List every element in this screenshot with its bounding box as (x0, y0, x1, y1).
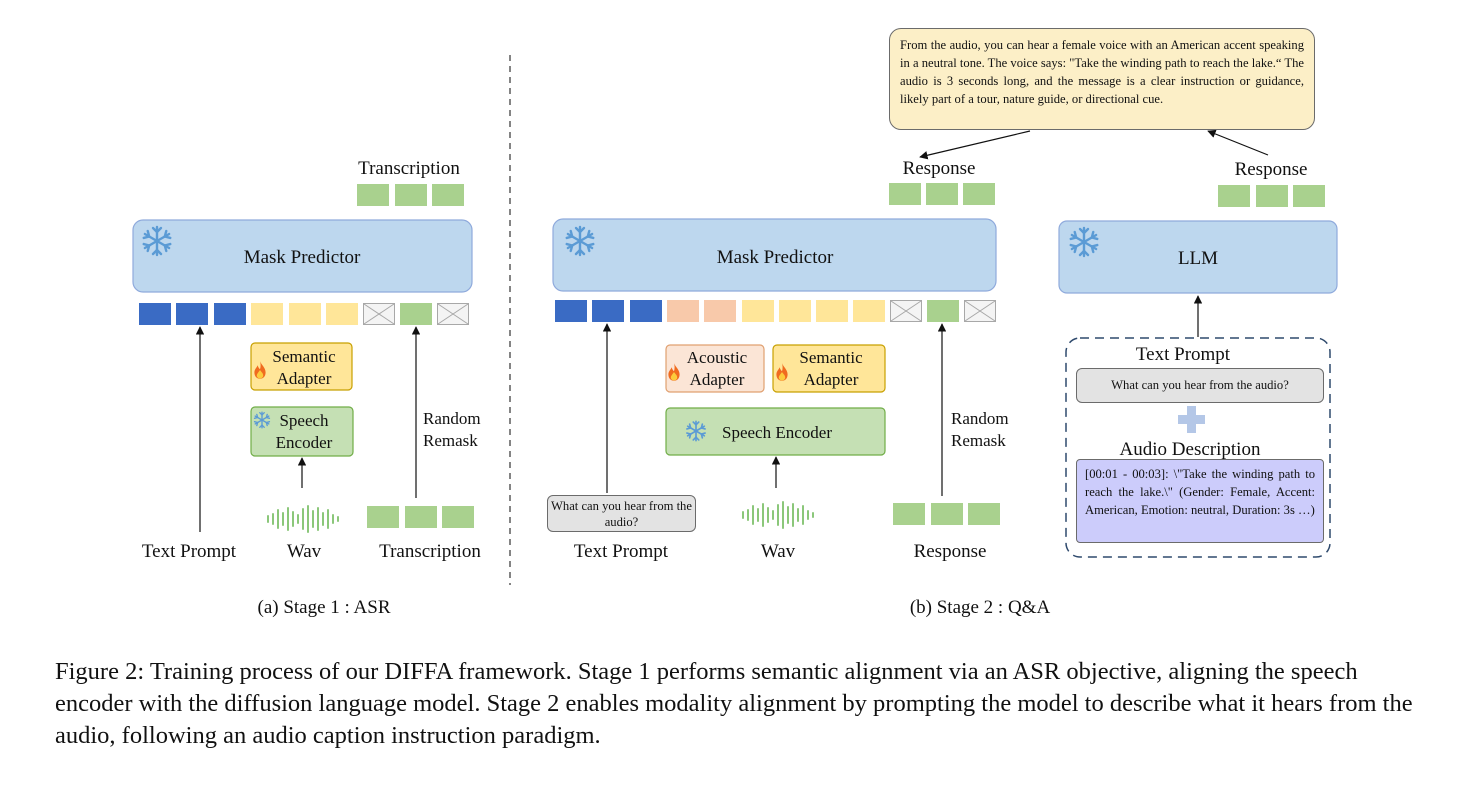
masked-token (437, 303, 469, 325)
s1-random-remask-1: Random (423, 409, 481, 428)
text-token (592, 300, 624, 322)
llm-response-tokens (1218, 185, 1325, 207)
s1-random-remask-2: Remask (423, 431, 478, 450)
s2-text-prompt-label: Text Prompt (574, 541, 669, 562)
s2-text-prompt-box: What can you hear from the audio? (547, 495, 696, 532)
s2-semantic-adapter-label-1: Semantic (799, 348, 863, 367)
token (357, 184, 389, 206)
s2-response-top-tokens (889, 183, 995, 205)
token (963, 183, 995, 205)
s2-acoustic-adapter (665, 344, 765, 393)
semantic-token (326, 303, 358, 325)
audio-description-box: [00:01 - 00:03]: \"Take the winding path… (1076, 459, 1324, 543)
token (1293, 185, 1325, 207)
llm-label: LLM (1178, 248, 1218, 269)
s2-random-remask-1: Random (951, 409, 1009, 428)
text-token (176, 303, 208, 325)
text-token (555, 300, 587, 322)
diagram-canvas: Transcription Mask Predictor Semantic Ad… (132, 55, 1338, 618)
llm-text-prompt-box: What can you hear from the audio? (1076, 368, 1324, 403)
s1-mask-predictor (132, 219, 473, 293)
s2-caption: (b) Stage 2 : Q&A (910, 597, 1051, 618)
audio-description-label: Audio Description (1120, 439, 1261, 460)
s2-mask-predictor-label: Mask Predictor (717, 247, 834, 268)
s2-semantic-adapter-label-2: Adapter (804, 370, 859, 389)
s2-token-row (555, 300, 996, 322)
s2-speech-encoder-label: Speech Encoder (722, 423, 832, 442)
s1-semantic-adapter (250, 342, 353, 391)
semantic-token (742, 300, 774, 322)
s2-response-bottom-tokens (893, 503, 1000, 525)
plus-icon (1178, 406, 1205, 433)
s1-transcription-top-tokens (357, 184, 464, 206)
token (889, 183, 921, 205)
s1-transcription-bottom-tokens (367, 506, 474, 528)
semantic-token (251, 303, 283, 325)
llm-input-group (1065, 337, 1331, 558)
acoustic-token (704, 300, 736, 322)
s1-speech-encoder-label-1: Speech (279, 411, 329, 430)
token (968, 503, 1000, 525)
s1-caption: (a) Stage 1 : ASR (258, 597, 391, 618)
s2-acoustic-adapter-label-2: Adapter (690, 370, 745, 389)
token (931, 503, 963, 525)
response-token (927, 300, 959, 322)
token (926, 183, 958, 205)
token (442, 506, 474, 528)
llm-response-label: Response (1235, 159, 1308, 180)
token (367, 506, 399, 528)
s1-mask-predictor-label: Mask Predictor (244, 247, 361, 268)
token (432, 184, 464, 206)
s1-speech-encoder-label-2: Encoder (276, 433, 333, 452)
s2-response-bottom-label: Response (914, 541, 987, 562)
acoustic-token (667, 300, 699, 322)
s2-random-remask-2: Remask (951, 431, 1006, 450)
response-token (400, 303, 432, 325)
s1-transcription-top-label: Transcription (358, 158, 460, 179)
masked-token (890, 300, 922, 322)
masked-token (964, 300, 996, 322)
token (395, 184, 427, 206)
s2-acoustic-adapter-label-1: Acoustic (687, 348, 748, 367)
s2-mask-predictor (552, 218, 997, 292)
s2-response-arrow-right (1207, 129, 1269, 156)
waveform-icon (742, 501, 814, 529)
semantic-token (289, 303, 321, 325)
semantic-token (779, 300, 811, 322)
s1-wav-label: Wav (287, 541, 322, 562)
s1-semantic-adapter-label-2: Adapter (277, 369, 332, 388)
llm-box (1058, 220, 1338, 294)
figure-caption: Figure 2: Training process of our DIFFA … (55, 658, 1413, 749)
s2-response-top-label: Response (903, 158, 976, 179)
llm-text-prompt-label: Text Prompt (1136, 344, 1231, 365)
semantic-token (853, 300, 885, 322)
s1-transcription-bottom-label: Transcription (379, 541, 481, 562)
text-token (214, 303, 246, 325)
text-token (139, 303, 171, 325)
s1-speech-encoder (250, 406, 354, 457)
token (1256, 185, 1288, 207)
token (1218, 185, 1250, 207)
token (893, 503, 925, 525)
s1-text-prompt-label: Text Prompt (142, 541, 237, 562)
semantic-token (816, 300, 848, 322)
s1-token-row (139, 303, 469, 325)
masked-token (363, 303, 395, 325)
text-token (630, 300, 662, 322)
s2-wav-label: Wav (761, 541, 796, 562)
s2-response-arrow-left (919, 130, 1031, 160)
waveform-icon (267, 505, 339, 533)
token (405, 506, 437, 528)
s2-speech-encoder (665, 407, 886, 456)
response-text-bubble: From the audio, you can hear a female vo… (889, 28, 1315, 130)
s2-semantic-adapter (772, 344, 886, 393)
s1-semantic-adapter-label-1: Semantic (272, 347, 336, 366)
